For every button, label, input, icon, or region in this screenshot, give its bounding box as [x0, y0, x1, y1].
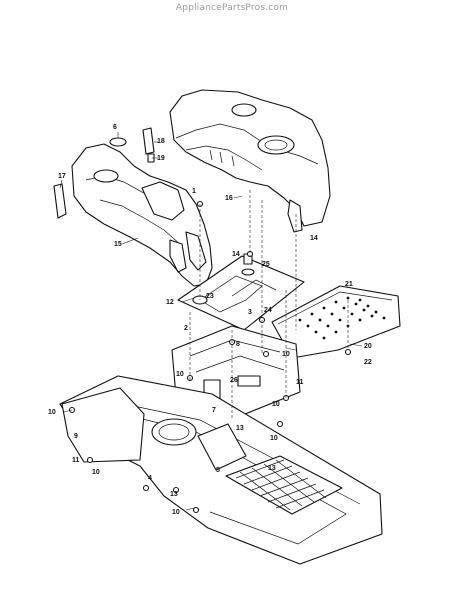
front-fender — [71, 143, 213, 287]
callout-20: 20 — [364, 343, 372, 350]
rear-fender — [169, 89, 331, 233]
callout-11b: 11 — [72, 457, 80, 464]
callout-15: 15 — [114, 241, 122, 248]
callout-25: 25 — [262, 261, 270, 268]
callout-6: 6 — [113, 124, 117, 131]
side-strip-part — [53, 183, 67, 219]
callout-23: 23 — [206, 293, 214, 300]
callout-16: 16 — [225, 195, 233, 202]
callout-10c: 10 — [272, 401, 280, 408]
knob-part — [109, 137, 127, 147]
callout-14b: 14 — [232, 251, 240, 258]
callout-24: 24 — [264, 307, 272, 314]
callout-13b: 13 — [268, 465, 276, 472]
callout-13c: 13 — [170, 491, 178, 498]
callout-21: 21 — [345, 281, 353, 288]
callout-13a: 13 — [236, 425, 244, 432]
callout-10f: 10 — [172, 509, 180, 516]
callout-5: 5 — [216, 467, 220, 474]
callout-18: 18 — [157, 138, 165, 145]
callout-7: 7 — [212, 407, 216, 414]
grate-grid — [235, 459, 327, 511]
foot-plate-holes — [298, 296, 386, 340]
alignment-lines — [189, 190, 349, 420]
control-plate — [177, 253, 305, 331]
callout-9: 9 — [74, 433, 78, 440]
callout-2: 2 — [184, 325, 188, 332]
callout-4: 4 — [148, 475, 152, 482]
callout-10e: 10 — [270, 435, 278, 442]
callout-10d: 10 — [48, 409, 56, 416]
callout-11a: 11 — [296, 379, 304, 386]
callout-10a: 10 — [282, 351, 290, 358]
callout-12: 12 — [166, 299, 174, 306]
leader-lines — [59, 132, 363, 511]
callout-19: 19 — [157, 155, 165, 162]
callout-14a: 14 — [310, 235, 318, 242]
callout-10g: 10 — [92, 469, 100, 476]
callout-26: 26 — [230, 377, 238, 384]
callout-3: 3 — [248, 309, 252, 316]
callout-17: 17 — [58, 173, 66, 180]
watermark-text: AppliancePartsPros.com — [175, 3, 289, 13]
callout-10b: 10 — [176, 371, 184, 378]
main-frame — [59, 375, 383, 565]
bracket-part — [142, 127, 155, 155]
callout-8: 8 — [236, 341, 240, 348]
callout-22: 22 — [364, 359, 372, 366]
callout-labels: 6 18 19 17 1 15 16 14 14 25 21 12 23 24 … — [48, 124, 372, 516]
callout-1: 1 — [192, 188, 196, 195]
